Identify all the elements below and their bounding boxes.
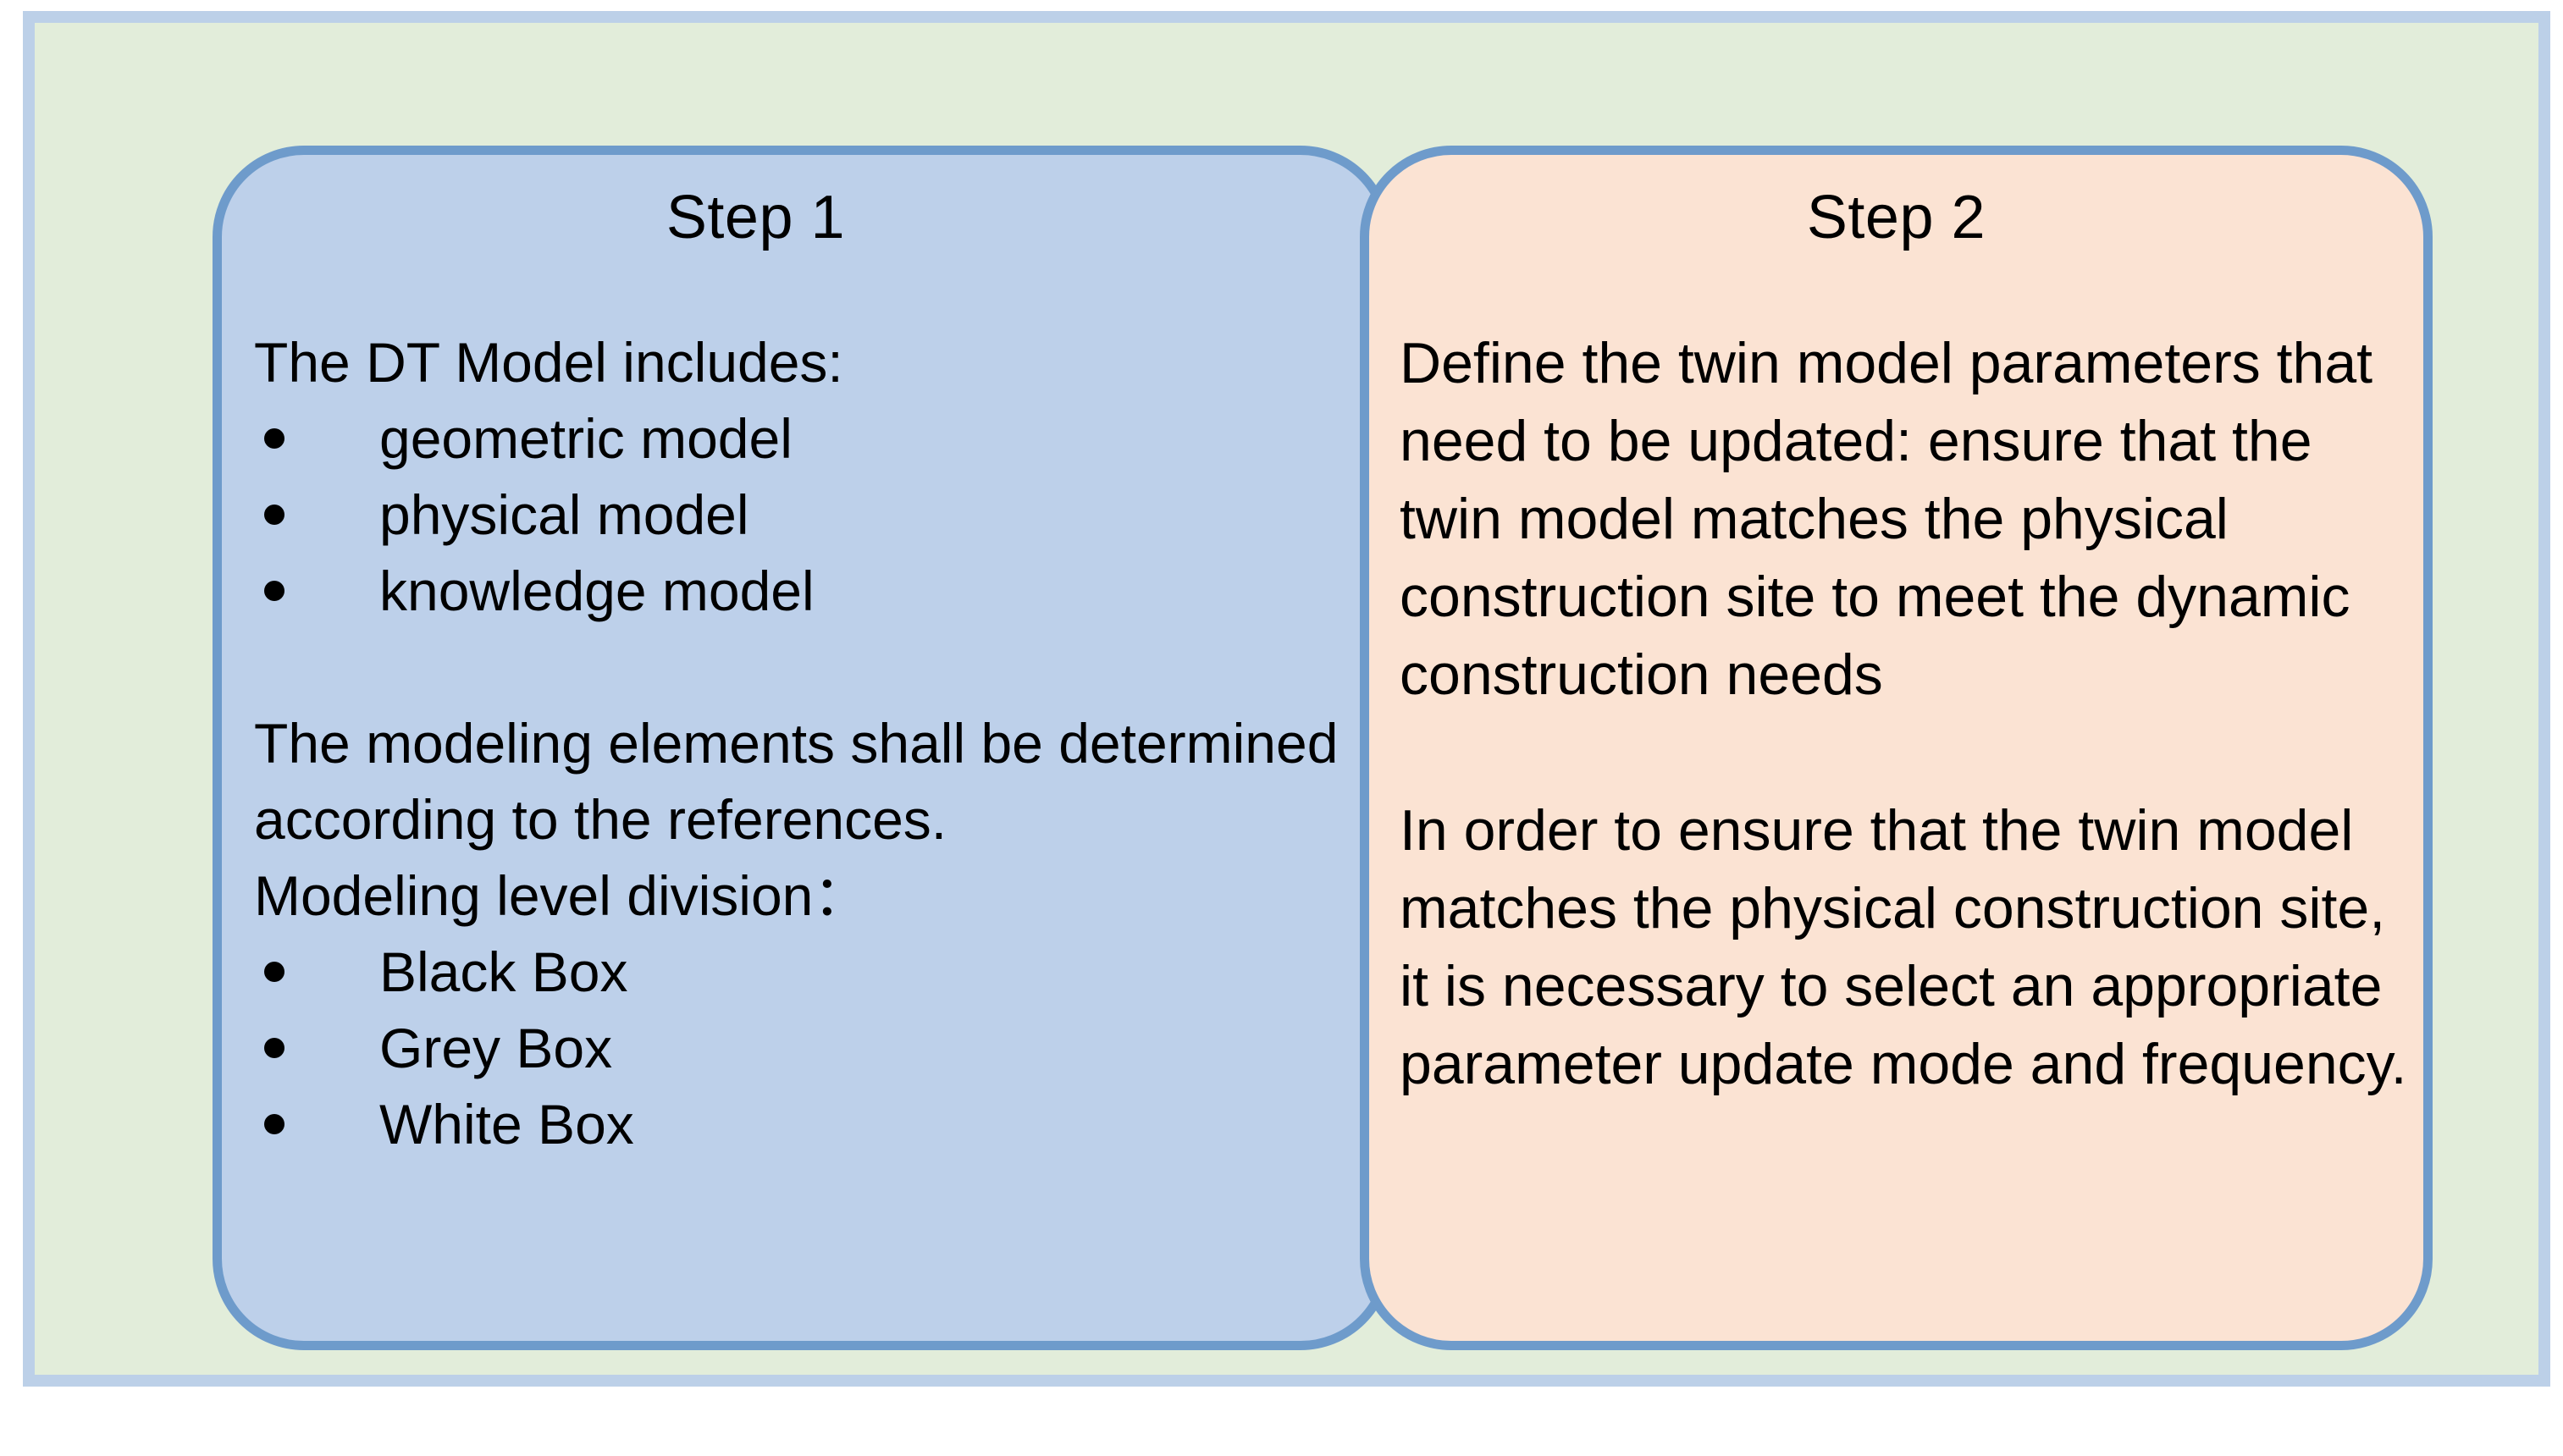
step-2-body: Define the twin model parameters that ne… [1400, 324, 2415, 1103]
list-item-label: White Box [379, 1093, 634, 1155]
list-item: physical model [254, 477, 1366, 553]
step-1-body: The DT Model includes: geometric model p… [254, 324, 1366, 1162]
list-item-label: Grey Box [379, 1017, 613, 1079]
step-1-bullet-list-1: geometric model physical model knowledge… [254, 400, 1366, 629]
bullet-icon [264, 581, 284, 601]
paragraph-spacer [1400, 714, 2415, 791]
list-item-label: physical model [379, 483, 749, 546]
step-1-title: Step 1 [666, 184, 846, 251]
step-1-paragraph-3: Modeling level division： [254, 864, 870, 927]
step-2-paragraph-1: Define the twin model parameters that ne… [1400, 331, 2373, 707]
bullet-icon [264, 962, 284, 982]
step-card-2[interactable]: Step 2 Define the twin model parameters … [1360, 146, 2433, 1350]
list-item: Black Box [254, 934, 1366, 1010]
list-item: White Box [254, 1086, 1366, 1162]
step-1-paragraph-1: The DT Model includes: [254, 331, 843, 394]
paragraph-spacer [254, 629, 1366, 705]
list-item: knowledge model [254, 553, 1366, 629]
list-item: Grey Box [254, 1010, 1366, 1086]
list-item: geometric model [254, 400, 1366, 477]
list-item-label: knowledge model [379, 560, 815, 622]
step-2-paragraph-2: In order to ensure that the twin model m… [1400, 798, 2407, 1096]
list-item-label: geometric model [379, 407, 793, 470]
step-1-bullet-list-2: Black Box Grey Box White Box [254, 934, 1366, 1162]
list-item-label: Black Box [379, 940, 628, 1003]
outer-frame: Step 1 The DT Model includes: geometric … [23, 11, 2550, 1387]
bullet-icon [264, 1038, 284, 1058]
step-2-title: Step 2 [1806, 184, 1986, 251]
step-card-1[interactable]: Step 1 The DT Model includes: geometric … [213, 146, 1392, 1350]
bullet-icon [264, 505, 284, 525]
bullet-icon [264, 428, 284, 449]
bullet-icon [264, 1114, 284, 1134]
step-1-paragraph-2: The modeling elements shall be determine… [254, 712, 1339, 851]
